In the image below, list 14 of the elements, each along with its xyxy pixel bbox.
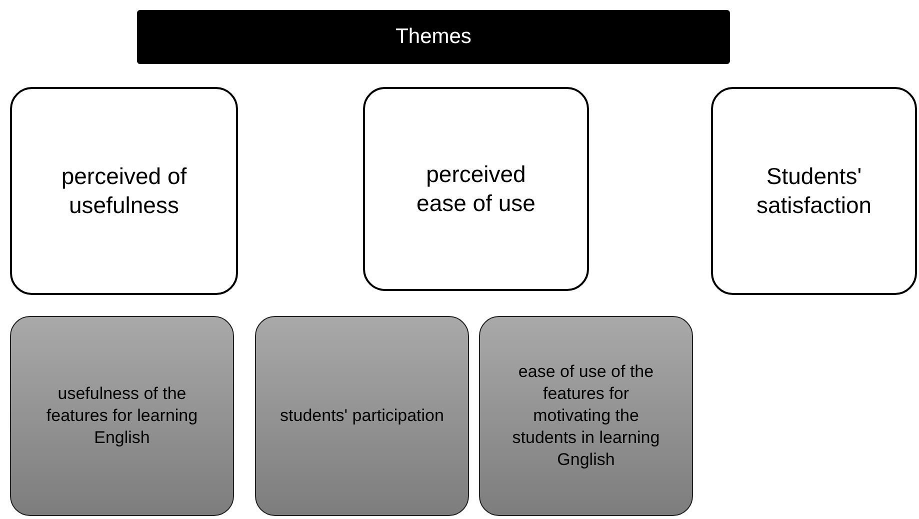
box-label: ease of use of the features for motivating the students in learning Gnglish bbox=[511, 360, 661, 472]
subtheme-box bbox=[479, 316, 693, 516]
theme-box bbox=[363, 87, 589, 291]
theme-box bbox=[711, 87, 917, 295]
header-band bbox=[137, 10, 730, 64]
box-label: students' participation bbox=[280, 404, 444, 427]
theme-box bbox=[10, 87, 238, 295]
box-label: perceived of usefulness bbox=[60, 162, 188, 220]
box-label: usefulness of the features for learning English bbox=[45, 382, 199, 450]
box-label: perceived ease of use bbox=[416, 160, 536, 218]
subtheme-box bbox=[10, 316, 234, 516]
subtheme-box bbox=[255, 316, 469, 516]
box-label: Students' satisfaction bbox=[755, 162, 873, 220]
box-label: Themes bbox=[396, 25, 472, 49]
